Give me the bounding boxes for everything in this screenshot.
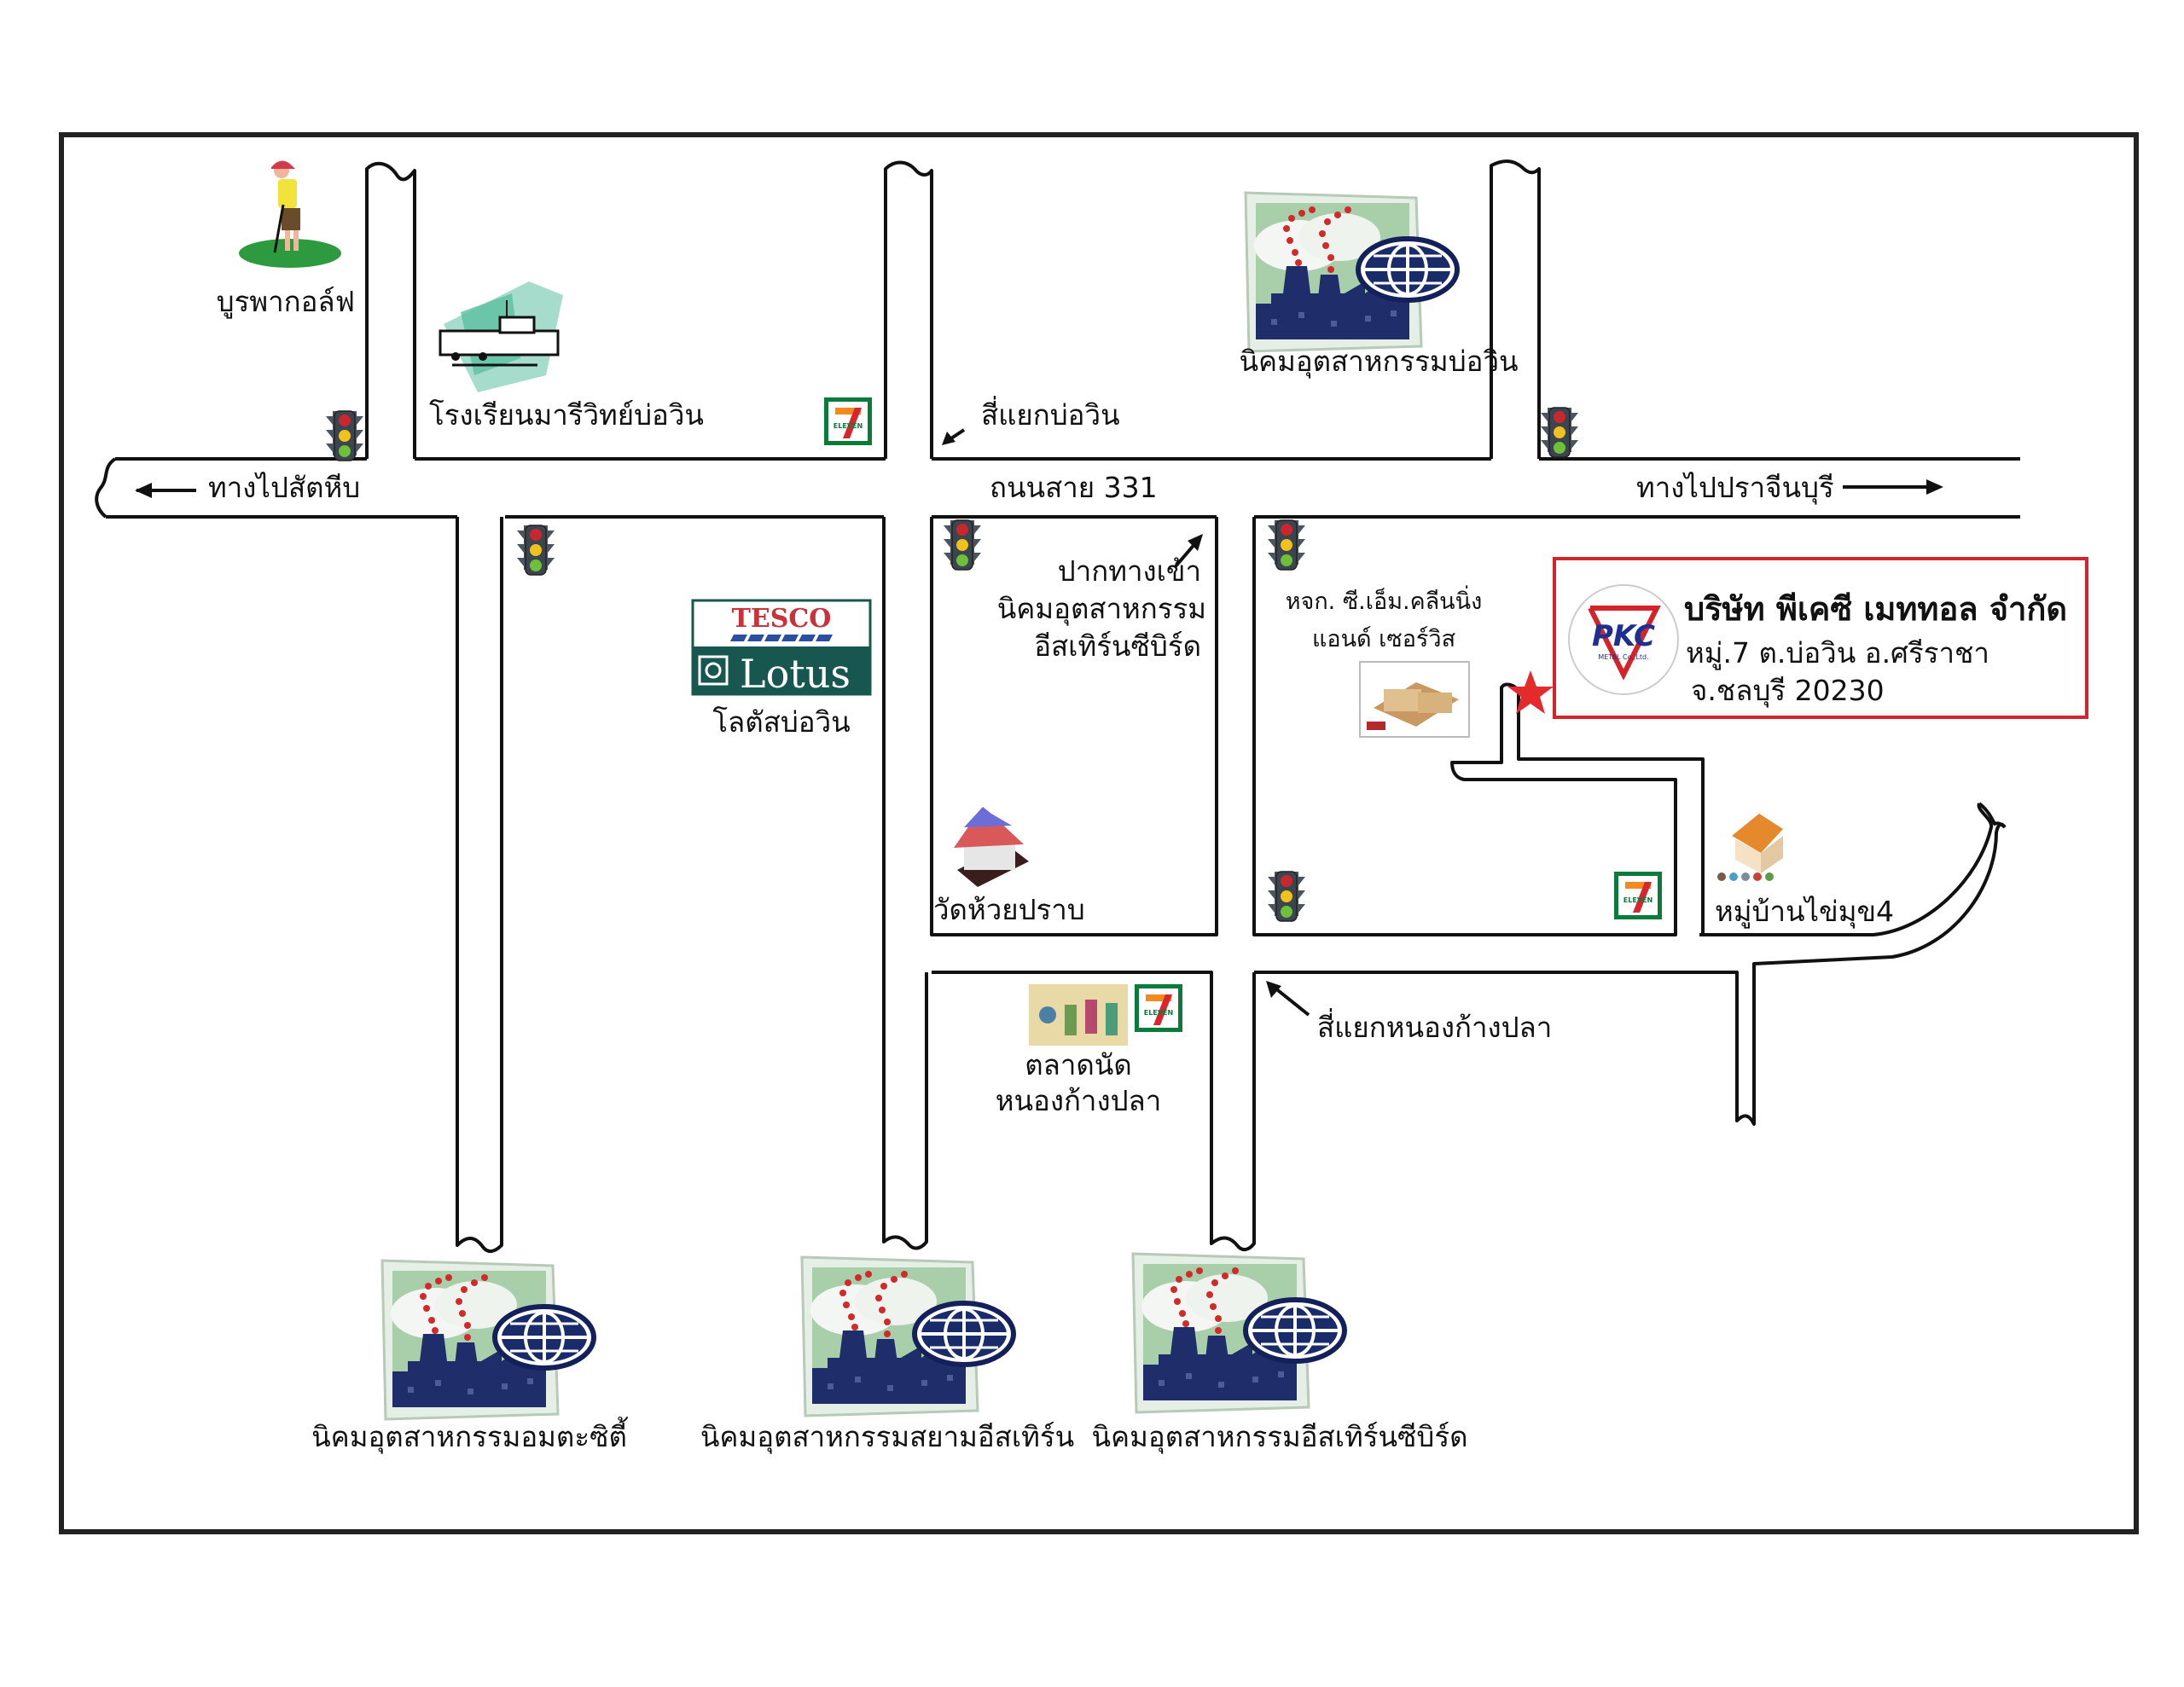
industrial-estate-icon [802, 1257, 1014, 1416]
logo-subtext: METAL Co.,Ltd. [1598, 653, 1648, 661]
label-main-road: ถนนสาย 331 [990, 471, 1158, 504]
label-nongkangpla-junction: สี่แยกหนองก้างปลา [1317, 1011, 1553, 1044]
arrow-bowin-junction-icon [942, 428, 966, 445]
seven-eleven-icon [824, 397, 872, 445]
company-address-line1: หมู่.7 ต.บ่อวิน อ.ศรีราชา [1686, 636, 1989, 670]
industrial-estate-icon [1133, 1254, 1345, 1412]
label-entrance-3: อีสเทิร์นซีบิร์ด [1034, 629, 1201, 663]
company-info-box: PKC METAL Co.,Ltd. บริษัท พีเคซี เมททอล … [1553, 557, 2088, 719]
market-icon [1029, 984, 1128, 1046]
arrow-entrance-icon [1174, 534, 1203, 568]
label-golf: บูรพากอล์ฟ [216, 285, 355, 318]
road-village [1699, 803, 1994, 936]
label-amata: นิคมอุตสาหกรรมอมตะซิตี้ [311, 1420, 627, 1453]
road-331-west-end [95, 457, 117, 519]
label-to-east: ทางไปปราจีนบุรี [1636, 471, 1834, 504]
label-school: โรงเรียนมารีวิทย์บ่อวิน [429, 398, 704, 432]
building-icon [1359, 661, 1470, 738]
traffic-light-icon [943, 519, 982, 571]
block-temple [930, 517, 1218, 936]
traffic-light-icon [325, 410, 364, 461]
label-market-2: หนองก้างปลา [995, 1084, 1162, 1117]
label-eastern-seaboard: นิคมอุตสาหกรรมอีสเทิร์นซีบิร์ด [1091, 1420, 1468, 1453]
arrow-east-icon [1843, 479, 1943, 495]
road-siam-eastern [882, 517, 928, 1250]
map-frame [59, 132, 2139, 1534]
school-icon [439, 281, 563, 392]
label-entrance-2: นิคมอุตสาหกรรม [996, 592, 1206, 625]
arrow-west-icon [135, 483, 196, 498]
road-top-left [365, 161, 416, 459]
traffic-light-icon [1267, 871, 1306, 922]
arrow-nongkangpla-junction-icon [1266, 981, 1310, 1017]
road-top-right [1490, 159, 1541, 459]
seven-eleven-icon [1135, 984, 1182, 1032]
road-village-end [1978, 802, 2007, 829]
road-eastern-seaboard [932, 971, 1256, 1251]
traffic-light-icon [516, 525, 555, 576]
label-village: หมู่บ้านไข่มุข4 [1715, 895, 1895, 928]
seven-eleven-icon [1614, 872, 1662, 919]
road-top-mid [884, 160, 933, 459]
label-entrance-1: ปากทางเข้า [1057, 554, 1201, 588]
label-to-west: ทางไปสัตหีบ [208, 471, 361, 504]
traffic-light-icon [1540, 407, 1579, 458]
traffic-light-icon [1267, 519, 1306, 571]
label-lotus: โลตัสบ่อวิน [712, 705, 851, 739]
golf-icon [239, 160, 341, 268]
logo-text: PKC [1592, 619, 1655, 653]
road-village-outer [1254, 822, 2007, 1126]
temple-icon [954, 807, 1029, 887]
label-market-1: ตลาดนัด [1025, 1048, 1132, 1081]
company-address-line2: จ.ชลบุรี 20230 [1691, 674, 1885, 707]
label-bowin-estate: นิคมอุตสาหกรรมบ่อวิน [1239, 345, 1519, 378]
label-siam-eastern: นิคมอุตสาหกรรมสยามอีสเทิร์น [700, 1420, 1075, 1453]
lotus-logo-top: TESCO [732, 604, 832, 634]
lotus-logo-bottom: Lotus [740, 651, 851, 697]
tesco-lotus-logo: TESCO Lotus [691, 599, 872, 697]
company-location-star-icon [1507, 670, 1554, 714]
industrial-estate-icon [382, 1261, 594, 1419]
label-bowin-junction: สี่แยกบ่อวิน [981, 398, 1120, 432]
industrial-estate-icon [1246, 193, 1457, 351]
village-house-icon [1717, 814, 1783, 881]
company-logo: PKC METAL Co.,Ltd. [1568, 584, 1679, 695]
company-name: บริษัท พีเคซี เมททอล จำกัด [1684, 590, 2068, 628]
label-cleaning-2: แอนด์ เซอร์วิส [1311, 626, 1456, 652]
label-cleaning-1: หจก. ซี.เอ็ม.คลีนนิ่ง [1285, 588, 1483, 615]
label-temple: วัดห้วยปราบ [933, 893, 1085, 926]
road-amata [456, 517, 503, 1253]
